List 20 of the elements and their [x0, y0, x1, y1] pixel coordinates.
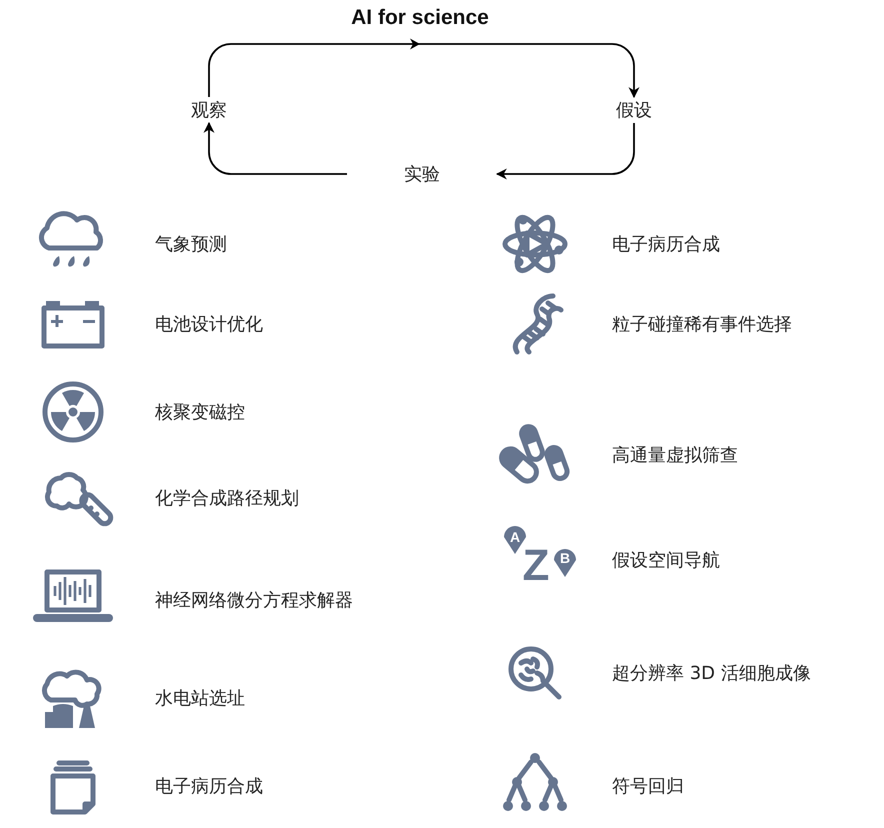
application-label: 超分辨率 3D 活细胞成像 [612, 662, 811, 685]
application-label: 假设空间导航 [612, 549, 720, 572]
application-label: 核聚变磁控 [155, 401, 245, 424]
cycle-step-label: 观察 [183, 97, 235, 123]
icon-letter: Z [522, 544, 550, 588]
cycle-step-label: 实验 [347, 161, 497, 187]
icon-letter: B [560, 551, 570, 565]
application-label: 神经网络微分方程求解器 [155, 589, 353, 612]
application-label: 水电站选址 [155, 687, 245, 710]
application-label: 粒子碰撞稀有事件选择 [612, 313, 792, 336]
application-label: 高通量虚拟筛查 [612, 444, 738, 467]
diagram-title: AI for science [350, 6, 490, 30]
icon-letter: A [510, 530, 520, 544]
application-label: 电子病历合成 [155, 775, 263, 798]
cycle-step-label: 假设 [608, 97, 660, 123]
application-label: 符号回归 [612, 775, 684, 798]
application-label: 化学合成路径规划 [155, 487, 299, 510]
application-label: 电子病历合成 [612, 233, 720, 256]
application-label: 气象预测 [155, 233, 227, 256]
application-label: 电池设计优化 [155, 313, 263, 336]
